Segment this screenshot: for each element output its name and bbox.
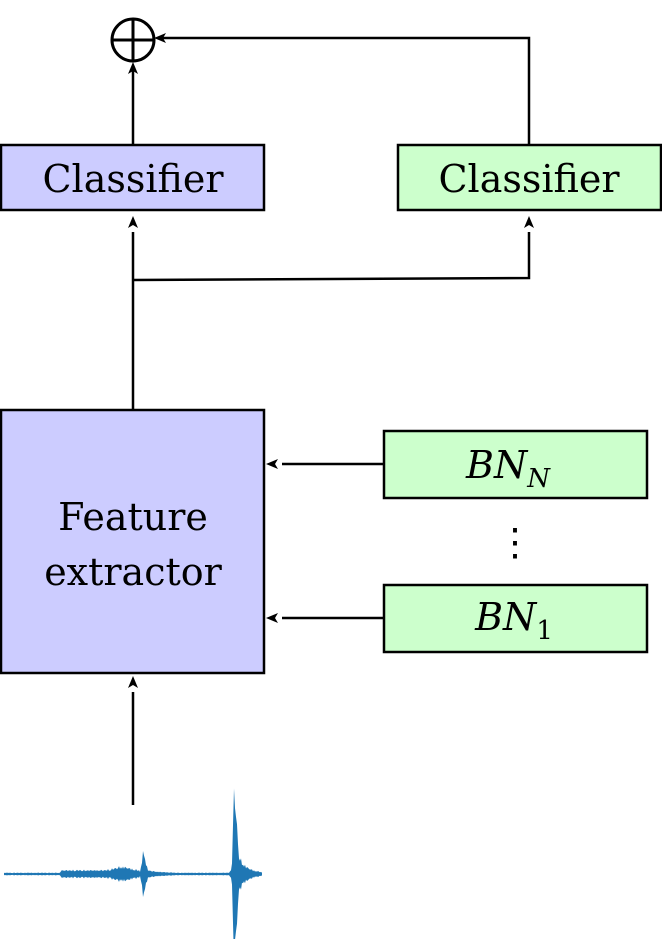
arrow-left-classifier-to-sum bbox=[128, 62, 138, 145]
classifier-right-box: Classifier bbox=[396, 143, 662, 212]
feature-extractor-box: Feature extractor bbox=[0, 408, 266, 675]
arrow-features-to-classifiers bbox=[128, 216, 534, 410]
bn-n-base: BN bbox=[465, 443, 529, 487]
sum-node bbox=[110, 17, 156, 63]
bn-ellipsis: ⋮ bbox=[496, 520, 534, 564]
bn-1-base: BN bbox=[474, 595, 538, 639]
bn-n-subscript: N bbox=[526, 464, 551, 494]
waveform-input bbox=[4, 788, 262, 939]
classifier-left-label: Classifier bbox=[42, 157, 224, 201]
classifier-left-box: Classifier bbox=[0, 143, 266, 212]
feature-extractor-label-line2: extractor bbox=[44, 550, 222, 594]
arrow-bn-1-to-extractor bbox=[266, 613, 384, 623]
bn-n-label: BNN bbox=[465, 443, 551, 494]
bn-1-subscript: 1 bbox=[536, 616, 553, 646]
bn-1-label: BN1 bbox=[474, 595, 553, 646]
bn-1-box: BN1 bbox=[382, 583, 649, 654]
arrow-input-to-extractor bbox=[128, 676, 138, 805]
bn-n-box: BNN bbox=[382, 429, 649, 500]
arrow-right-classifier-to-sum bbox=[154, 33, 531, 145]
feature-extractor-label-line1: Feature bbox=[58, 495, 208, 539]
arrow-bn-n-to-extractor bbox=[266, 459, 384, 469]
classifier-right-label: Classifier bbox=[438, 157, 620, 201]
